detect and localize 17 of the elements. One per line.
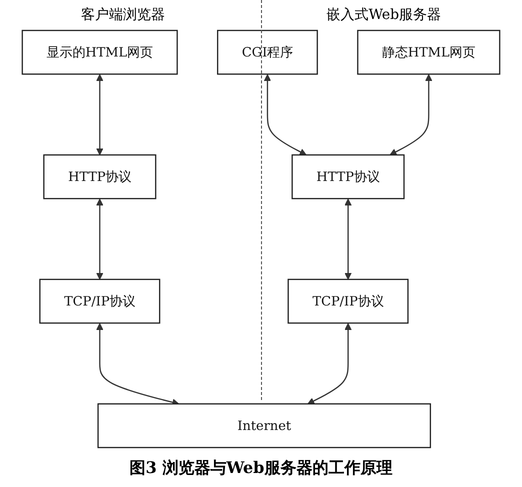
figure-caption: 图3 浏览器与Web服务器的工作原理: [128, 457, 394, 479]
node-box: TCP/IP协议: [288, 278, 409, 324]
node-box: HTTP协议: [292, 154, 405, 200]
arrow: [96, 198, 104, 280]
arrow: [307, 323, 352, 404]
arrow: [96, 74, 104, 156]
node-box: HTTP协议: [43, 154, 156, 200]
arrow: [344, 198, 352, 280]
node-box: CGI程序: [217, 30, 318, 75]
column-heading: 嵌入式Web服务器: [326, 6, 442, 24]
node-box: Internet: [97, 403, 432, 448]
node-box: TCP/IP协议: [39, 278, 160, 324]
arrow: [264, 74, 307, 156]
arrow: [390, 74, 432, 156]
column-heading: 客户端浏览器: [80, 6, 165, 24]
node-box: 静态HTML网页: [357, 30, 500, 75]
node-box: 显示的HTML网页: [22, 30, 178, 75]
